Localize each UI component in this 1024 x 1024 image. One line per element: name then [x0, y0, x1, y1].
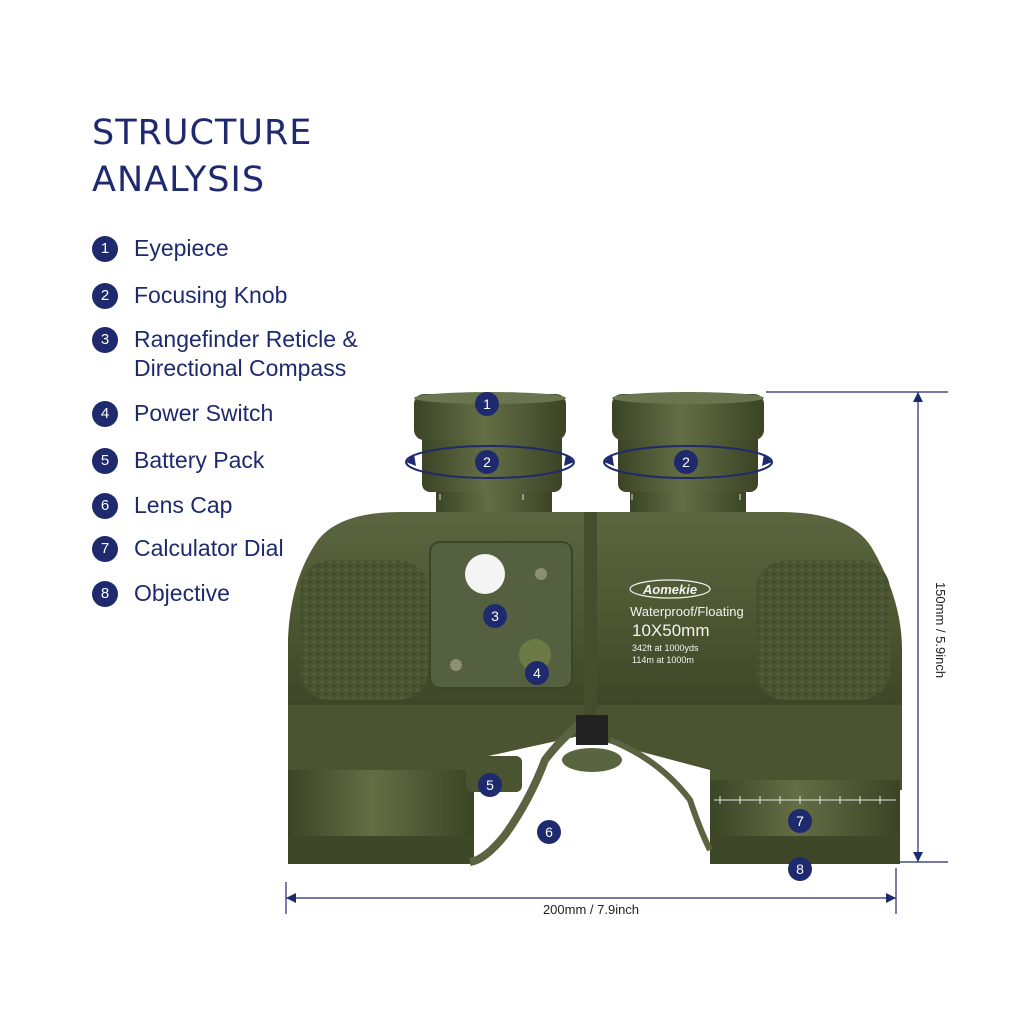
callout-8 — [788, 857, 812, 881]
hinge-post — [576, 715, 608, 745]
strap-ring — [562, 748, 622, 772]
page-title: STRUCTURE ANALYSIS — [92, 110, 312, 204]
callout-7-number: 7 — [796, 813, 804, 829]
rotate-arrowhead-icon — [604, 454, 614, 466]
rotate-arrowhead-icon — [762, 454, 772, 466]
part-number: 6 — [92, 493, 118, 519]
part-label: Battery Pack — [134, 447, 265, 473]
callout-7 — [788, 809, 812, 833]
brand-logo-ring — [629, 579, 711, 599]
product-feature: Waterproof/Floating — [630, 604, 744, 619]
callout-2-left-number: 2 — [483, 454, 491, 470]
part-eyepiece: 1 Eyepiece — [92, 235, 229, 263]
arrow-down-icon — [913, 852, 923, 862]
product-spec-1: 342ft at 1000yds — [632, 643, 699, 653]
title-line-1: STRUCTURE — [92, 113, 313, 153]
neck-strap — [608, 737, 713, 852]
callout-4-number: 4 — [533, 665, 541, 681]
callout-2-left — [475, 450, 499, 474]
callout-6 — [537, 820, 561, 844]
lens-cap-strap — [469, 716, 587, 866]
arrow-up-icon — [913, 392, 923, 402]
callout-4 — [525, 661, 549, 685]
part-lens-cap: 6 Lens Cap — [92, 492, 233, 520]
part-label: Eyepiece — [134, 235, 229, 261]
rotate-arrowhead-icon — [406, 454, 416, 466]
part-number: 7 — [92, 536, 118, 562]
panel-screw-icon — [535, 568, 547, 580]
left-grip — [300, 560, 428, 700]
right-objective — [710, 780, 900, 864]
callout-5-number: 5 — [486, 777, 494, 793]
callout-3-number: 3 — [491, 608, 499, 624]
diopter-scale — [439, 494, 741, 500]
part-label: Objective — [134, 580, 230, 606]
part-rangefinder-reticle: 3 Rangefinder Reticle & Directional Comp… — [92, 326, 358, 383]
part-label: Focusing Knob — [134, 282, 288, 308]
callout-3 — [483, 604, 507, 628]
part-label: Rangefinder Reticle & Directional Compas… — [134, 326, 358, 381]
callout-8-number: 8 — [796, 861, 804, 877]
width-dimension-label: 200mm / 7.9inch — [543, 902, 639, 917]
calculator-dial-scale — [714, 796, 896, 804]
title-line-2: ANALYSIS — [92, 160, 266, 200]
product-spec-2: 114m at 1000m — [632, 655, 694, 665]
callout-2-right — [674, 450, 698, 474]
part-number: 2 — [92, 283, 118, 309]
part-calculator-dial: 7 Calculator Dial — [92, 535, 284, 563]
left-objective — [288, 770, 474, 864]
compass-window — [465, 554, 505, 594]
arrow-left-icon — [286, 893, 296, 903]
part-number: 5 — [92, 448, 118, 474]
part-objective: 8 Objective — [92, 580, 230, 608]
part-number: 4 — [92, 401, 118, 427]
arrow-right-icon — [886, 893, 896, 903]
dimension-lines — [285, 391, 948, 914]
part-number: 1 — [92, 236, 118, 262]
callout-6-number: 6 — [545, 824, 553, 840]
part-label: Lens Cap — [134, 492, 233, 518]
callout-1-number: 1 — [483, 396, 491, 412]
height-dimension-label: 150mm / 5.9inch — [933, 582, 948, 678]
part-power-switch: 4 Power Switch — [92, 400, 274, 428]
right-grip — [756, 560, 890, 700]
callout-5 — [478, 773, 502, 797]
product-model: 10X50mm — [632, 621, 709, 640]
part-label: Calculator Dial — [134, 535, 284, 561]
part-battery-pack: 5 Battery Pack — [92, 447, 265, 475]
part-number: 8 — [92, 581, 118, 607]
brand-logo: Aomekie — [642, 582, 697, 597]
part-label: Power Switch — [134, 400, 274, 426]
part-focusing-knob: 2 Focusing Knob — [92, 282, 288, 310]
callout-1 — [475, 392, 499, 416]
callout-2-right-number: 2 — [682, 454, 690, 470]
rotate-arrowhead-icon — [564, 454, 574, 466]
panel-screw-icon — [450, 659, 462, 671]
part-number: 3 — [92, 327, 118, 353]
